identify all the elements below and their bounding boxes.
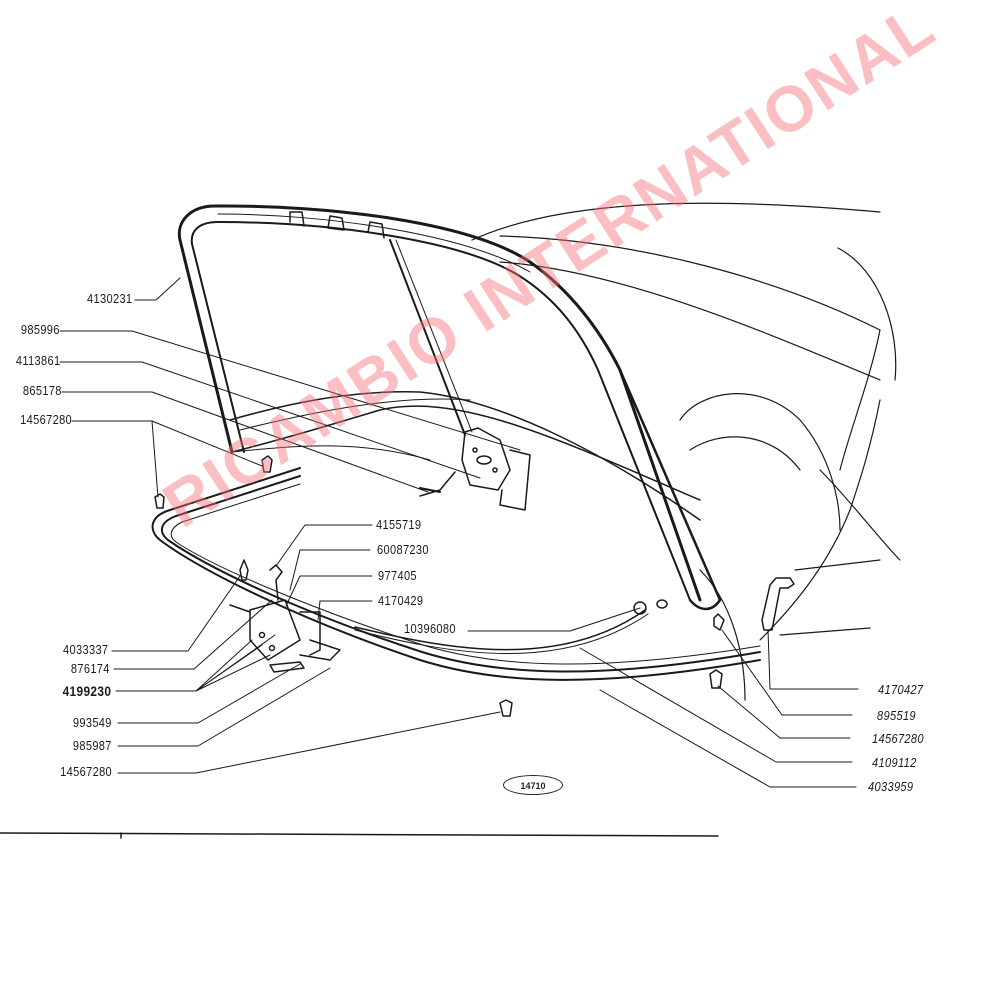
release-handle [761, 577, 795, 631]
hood-seal [151, 467, 761, 681]
part-label: 4033337 [62, 642, 108, 657]
part-label: 985987 [73, 738, 112, 753]
rubber-buffers [154, 455, 725, 717]
hood-hinge [419, 427, 531, 511]
part-label: 4155719 [376, 517, 422, 532]
page-rule [0, 832, 719, 837]
part-label: 4109112 [872, 755, 917, 770]
hood-frame [177, 204, 722, 611]
part-label: 4033959 [868, 779, 914, 794]
car-body-outline [471, 202, 901, 701]
part-label: 60087230 [377, 542, 429, 557]
part-label: 4170429 [378, 593, 424, 608]
latch-assembly [229, 559, 341, 673]
figure-number-badge: 14710 [503, 775, 563, 795]
part-label: 876174 [71, 661, 110, 676]
part-label: 14567280 [60, 764, 112, 779]
leader-lines [59, 277, 859, 788]
part-label: 4199230 [62, 683, 111, 699]
part-label: 14567280 [872, 731, 924, 746]
part-label: 865178 [23, 383, 62, 398]
part-label: 10396080 [404, 621, 456, 636]
release-cable [354, 599, 668, 654]
part-label: 14567280 [20, 412, 72, 427]
part-label: 993549 [73, 715, 112, 730]
part-label: 895519 [877, 708, 916, 723]
part-label: 4170427 [878, 682, 924, 697]
part-label: 4113861 [15, 353, 60, 368]
part-label: 985996 [21, 322, 60, 337]
part-label: 977405 [378, 568, 417, 583]
part-label: 4130231 [86, 291, 132, 306]
